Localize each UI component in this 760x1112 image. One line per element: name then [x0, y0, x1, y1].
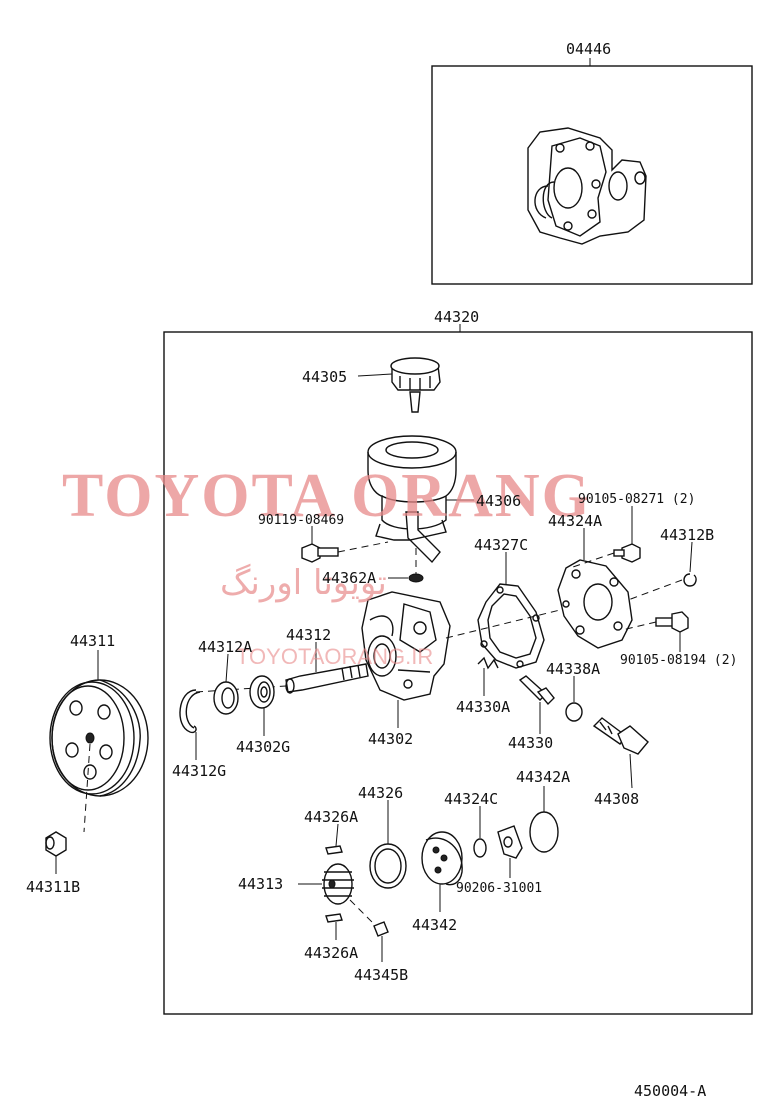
label-04446: 04446 [566, 40, 611, 58]
label-44311: 44311 [70, 632, 115, 650]
label-90206-31001: 90206-31001 [456, 881, 542, 896]
pulley-44311 [49, 679, 149, 797]
flow-control-valve [518, 675, 555, 706]
spring-44330a [477, 656, 499, 670]
label-44305: 44305 [302, 368, 347, 386]
ring-44326 [369, 843, 407, 889]
label-44302: 44302 [368, 730, 413, 748]
cam-ring-44342 [421, 831, 463, 886]
label-44342: 44342 [412, 916, 457, 934]
label-90119-08469: 90119-08469 [258, 513, 344, 528]
pin-90206-31001 [497, 825, 523, 859]
union-fitting-44308 [592, 717, 649, 755]
label-44313: 44313 [238, 875, 283, 893]
label-44345b: 44345B [354, 966, 408, 984]
footer-code: 450004-A [634, 1082, 706, 1100]
label-44320: 44320 [434, 308, 479, 326]
label-44338a: 44338A [546, 660, 600, 678]
label-90105-08271: 90105-08271 (2) [578, 492, 695, 507]
label-44326a-top: 44326A [304, 808, 358, 826]
o-ring-44342a [529, 811, 559, 853]
pump-body [361, 591, 451, 701]
label-44312b: 44312B [660, 526, 714, 544]
rear-cover-44324a [557, 559, 633, 649]
key-44345b [373, 921, 389, 937]
label-44312g: 44312G [172, 762, 226, 780]
label-44330a: 44330A [456, 698, 510, 716]
label-44324a: 44324A [548, 512, 602, 530]
o-ring-44338a [565, 702, 583, 722]
vane-44326a-top [325, 845, 343, 855]
label-44312: 44312 [286, 626, 331, 644]
rotor-44313 [322, 863, 354, 905]
label-44302g: 44302G [236, 738, 290, 756]
bearing-44302g [249, 675, 275, 709]
label-44342a: 44342A [516, 768, 570, 786]
oil-reservoir [367, 435, 457, 564]
bolt-90105-08194 [655, 611, 689, 633]
label-44306: 44306 [476, 492, 521, 510]
watermark-main: TOYOTA ORANG [62, 462, 592, 530]
label-44362a: 44362A [322, 569, 376, 587]
oil-seal-44312a [213, 681, 239, 715]
label-44311b: 44311B [26, 878, 80, 896]
gasket-kit-box [431, 65, 753, 285]
label-44330: 44330 [508, 734, 553, 752]
label-44308: 44308 [594, 790, 639, 808]
bolt-90105-08271 [613, 543, 641, 563]
washer-44362a [408, 573, 424, 583]
snap-ring-44312g [179, 689, 201, 734]
label-44327c: 44327C [474, 536, 528, 554]
bolt-90119 [301, 543, 339, 563]
gasket-44327c [477, 583, 545, 669]
watermark-persian: تویوتا اورنگ [220, 563, 387, 603]
label-44326: 44326 [358, 784, 403, 802]
label-90105-08194: 90105-08194 (2) [620, 653, 737, 668]
watermark-url: TOYOTAORANG.IR [236, 644, 433, 669]
o-ring-44324c [473, 838, 487, 858]
reservoir-cap [390, 357, 441, 413]
snap-ring-44312b [683, 573, 697, 587]
pulley-nut [45, 831, 67, 857]
pump-shaft [285, 663, 369, 694]
gasket-kit-drawing [527, 127, 647, 245]
label-44312a: 44312A [198, 638, 252, 656]
vane-44326a-bottom [325, 913, 343, 923]
label-44326a-bottom: 44326A [304, 944, 358, 962]
pump-assembly-box [163, 331, 753, 1015]
label-44324c: 44324C [444, 790, 498, 808]
